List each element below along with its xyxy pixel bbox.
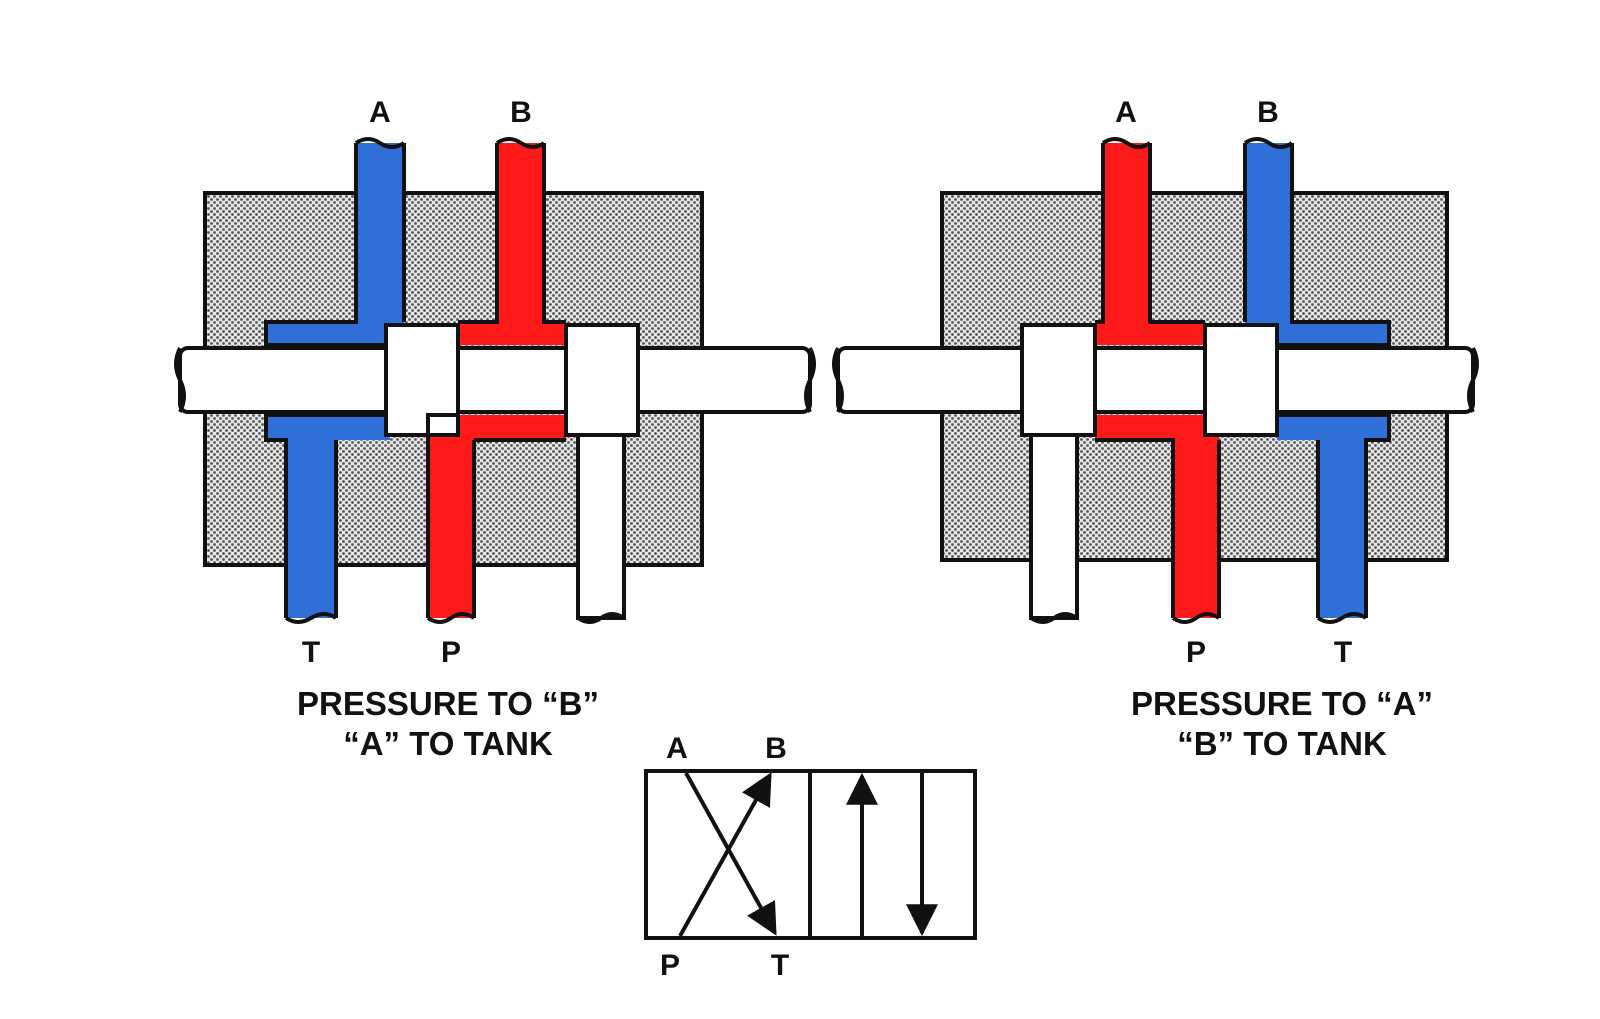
left-spool-land-1	[384, 323, 460, 437]
left-pressure-passages	[428, 143, 566, 618]
right-spool-land-1	[1020, 323, 1097, 437]
symbol-left-box	[644, 769, 812, 940]
left-port-a-label: A	[369, 96, 391, 129]
left-port-t-label: T	[302, 636, 320, 669]
left-upper-tank-channel	[266, 322, 404, 345]
symbol-port-b-label: B	[765, 732, 787, 765]
left-valve: A B T P PRESSURE TO “B” “A” TO TANK	[174, 96, 816, 762]
right-port-p-label: P	[1186, 636, 1206, 669]
right-spool-rod	[836, 346, 1475, 414]
left-port-b-label: B	[510, 96, 532, 129]
left-spool-rod	[178, 346, 812, 414]
right-caption-line1: PRESSURE TO “A”	[1131, 685, 1433, 722]
right-upper-tank-channel	[1245, 322, 1389, 345]
symbol-port-a-label: A	[666, 732, 688, 765]
symbol-port-p-label: P	[660, 949, 680, 982]
right-port-a-label: A	[1115, 96, 1137, 129]
right-blocked-port-pipe	[1029, 428, 1079, 620]
symbol-cross-arrow-p-to-b	[678, 772, 772, 937]
right-port-t-label: T	[1334, 636, 1352, 669]
left-caption-line1: PRESSURE TO “B”	[297, 685, 599, 722]
left-port-t-pipe	[286, 430, 336, 618]
right-upper-pressure-channel	[1095, 322, 1205, 345]
left-port-a-pipe	[356, 143, 404, 328]
right-pipe-breaks	[832, 137, 1479, 624]
left-passage-outlines	[264, 143, 566, 618]
symbol-port-t-label: T	[771, 949, 789, 982]
right-tank-passages	[1245, 143, 1389, 618]
left-tank-passages	[266, 143, 404, 618]
left-caption-line2: “A” TO TANK	[343, 725, 553, 762]
right-passage-outlines	[1095, 143, 1391, 618]
right-port-b-pipe	[1245, 143, 1292, 328]
valve-symbol: A B P T	[644, 732, 977, 982]
right-valve: A B P T PRESSURE TO “A” “B” TO TANK	[832, 96, 1479, 762]
right-port-p-pipe	[1173, 430, 1219, 618]
symbol-cross-arrow-a-to-t	[684, 772, 777, 936]
right-spool-land-2	[1203, 323, 1279, 437]
right-port-t-pipe	[1318, 430, 1366, 618]
right-port-a-pipe	[1103, 143, 1150, 328]
left-spool-land-2	[564, 323, 640, 437]
right-pressure-passages	[1095, 143, 1219, 618]
left-port-b-pipe	[497, 143, 544, 328]
left-blocked-port-pipe	[576, 428, 626, 620]
left-upper-pressure-channel	[458, 322, 566, 345]
symbol-right-box	[808, 769, 977, 940]
right-caption-line2: “B” TO TANK	[1177, 725, 1387, 762]
left-port-p-pipe	[428, 430, 474, 618]
left-port-p-label: P	[441, 636, 461, 669]
right-port-b-label: B	[1257, 96, 1279, 129]
left-pipe-breaks	[174, 137, 816, 624]
